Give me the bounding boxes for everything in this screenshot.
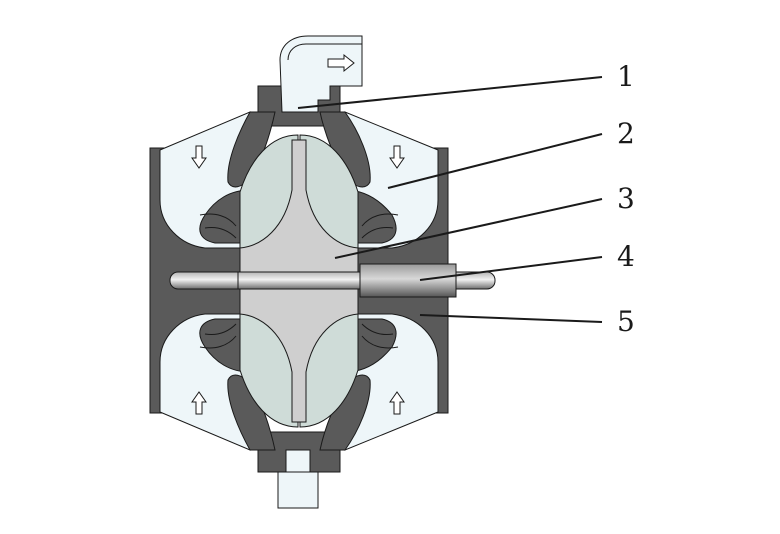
flow-arrow-up-icon xyxy=(389,391,405,415)
casing-lobes xyxy=(227,111,371,451)
leader-line-1 xyxy=(297,76,603,109)
callout-1: 1 xyxy=(617,60,635,93)
flow-arrow-up-icon xyxy=(191,391,207,415)
flow-arrows xyxy=(191,145,405,415)
volute-casing xyxy=(159,111,439,451)
leader-line-5 xyxy=(419,314,603,323)
leader-line-4 xyxy=(419,256,603,281)
callout-5: 5 xyxy=(617,305,635,338)
callout-labels: 1 2 3 4 5 xyxy=(617,60,635,338)
leader-line-3 xyxy=(334,198,603,259)
shaft xyxy=(169,263,496,298)
callout-3: 3 xyxy=(617,182,635,215)
callout-2: 2 xyxy=(617,117,635,150)
leader-line-2 xyxy=(387,133,603,189)
flow-arrow-down-icon xyxy=(389,145,405,169)
leader-lines xyxy=(297,76,603,323)
outlet-duct xyxy=(277,35,363,509)
flow-arrow-down-icon xyxy=(191,145,207,169)
callout-4: 4 xyxy=(617,240,635,273)
flow-arrow-right-icon xyxy=(327,53,355,73)
